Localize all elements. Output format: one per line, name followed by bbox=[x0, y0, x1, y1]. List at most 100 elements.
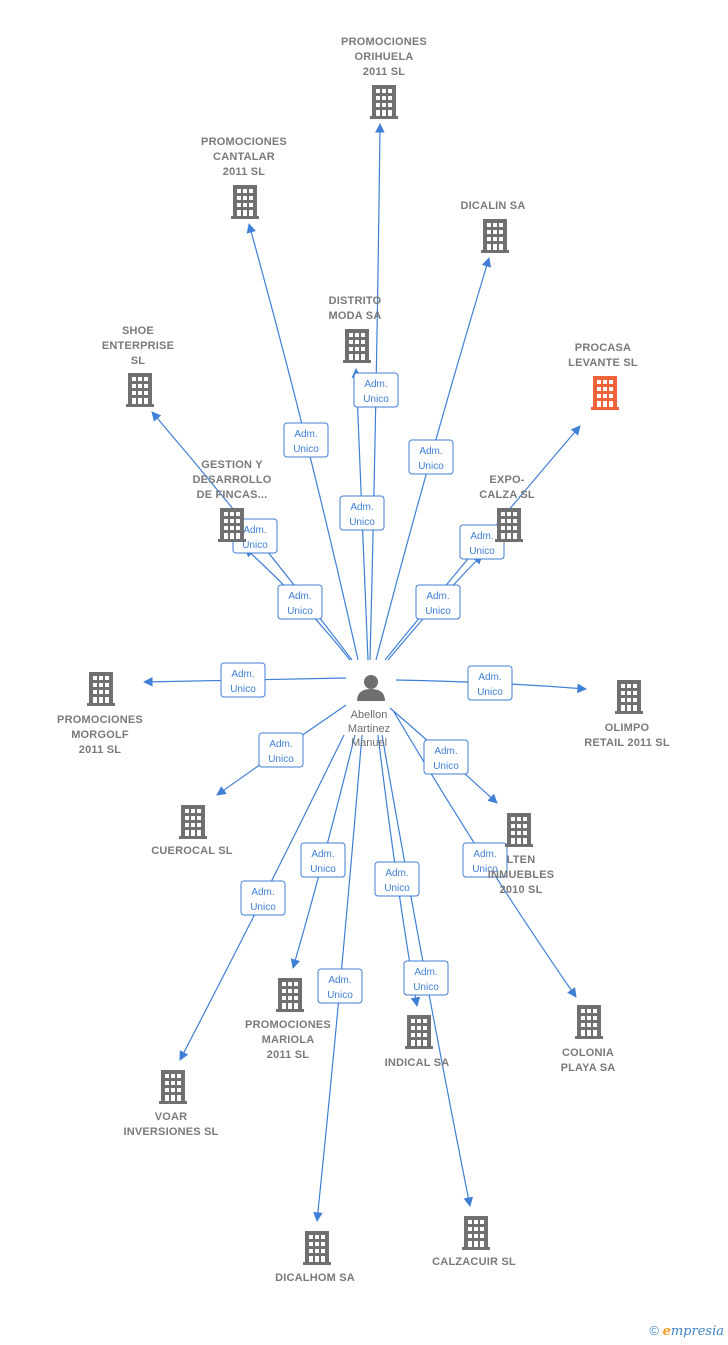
role-label-gestion[interactable]: Adm. Unico bbox=[277, 584, 323, 620]
brand-logo[interactable]: empresia bbox=[662, 1324, 724, 1339]
company-name: DE FINCAS... bbox=[197, 489, 268, 501]
role-text: Adm. bbox=[231, 669, 254, 680]
role-text: Adm. bbox=[243, 525, 266, 536]
role-label-cuerocal[interactable]: Adm.Unico bbox=[258, 732, 304, 768]
role-text: Unico bbox=[287, 606, 313, 617]
role-text: Unico bbox=[268, 754, 294, 765]
role-box bbox=[277, 584, 323, 620]
company-node-expo[interactable]: EXPO-CALZA SL bbox=[479, 474, 535, 542]
role-text: Adm. bbox=[419, 446, 442, 457]
role-label-cantalar[interactable]: Adm.Unico bbox=[283, 422, 329, 458]
role-text: Adm. bbox=[385, 868, 408, 879]
company-name: 2011 SL bbox=[363, 66, 405, 78]
company-node-dicalin[interactable]: DICALIN SA bbox=[461, 200, 526, 253]
role-label-calzacuir[interactable]: Adm.Unico bbox=[403, 960, 449, 996]
company-node-cuerocal[interactable]: CUEROCAL SL bbox=[151, 805, 233, 857]
company-name: 2011 SL bbox=[79, 744, 121, 756]
role-box bbox=[467, 665, 513, 701]
footer-copyright: © empresia bbox=[649, 1323, 724, 1339]
company-node-shoe[interactable]: SHOE ENTERPRISE SL bbox=[102, 325, 174, 407]
person-icon bbox=[357, 675, 385, 701]
role-box bbox=[300, 842, 346, 878]
role-label-indical[interactable]: Adm. Unico bbox=[374, 861, 420, 897]
company-name: MARIOLA bbox=[262, 1034, 315, 1046]
role-text: Adm. bbox=[426, 591, 449, 602]
company-name: DESARROLLO bbox=[193, 474, 272, 486]
building-icon bbox=[615, 680, 643, 714]
building-icon bbox=[591, 376, 619, 410]
building-icon bbox=[87, 672, 115, 706]
role-box bbox=[459, 524, 505, 560]
company-name: CANTALAR bbox=[213, 151, 275, 163]
company-node-dicalhom[interactable]: DICALHOM SA bbox=[275, 1231, 355, 1284]
copyright-symbol: © bbox=[649, 1323, 659, 1338]
company-node-voar[interactable]: VOAR INVERSIONES SL bbox=[123, 1070, 218, 1138]
role-text: Unico bbox=[433, 761, 459, 772]
company-name: INVERSIONES SL bbox=[123, 1126, 218, 1138]
building-icon bbox=[231, 185, 259, 219]
role-text: Unico bbox=[327, 990, 353, 1001]
company-name: SL bbox=[131, 355, 146, 367]
company-node-calzacuir[interactable]: CALZACUIR SL bbox=[432, 1216, 516, 1268]
company-name: CALZACUIR SL bbox=[432, 1256, 516, 1268]
role-text: Adm. bbox=[328, 975, 351, 986]
building-icon bbox=[481, 219, 509, 253]
role-text: Unico bbox=[242, 540, 268, 551]
role-label-dicalin[interactable]: Adm. Unico bbox=[408, 439, 454, 475]
role-box bbox=[462, 842, 508, 878]
person-name-line: Manuel bbox=[351, 737, 387, 749]
building-icon bbox=[462, 1216, 490, 1250]
role-label-procasa[interactable]: Adm.Unico bbox=[459, 524, 505, 560]
role-box bbox=[339, 495, 385, 531]
company-name: DICALIN SA bbox=[461, 200, 526, 212]
role-box bbox=[258, 732, 304, 768]
role-label-mariola[interactable]: Adm.Unico bbox=[300, 842, 346, 878]
company-node-indical[interactable]: INDICAL SA bbox=[385, 1015, 450, 1069]
company-name: OLIMPO bbox=[605, 722, 650, 734]
role-label-expo[interactable]: Adm.Unico bbox=[415, 584, 461, 620]
company-name: 2011 SL bbox=[223, 166, 265, 178]
role-label-voar[interactable]: Adm.Unico bbox=[240, 880, 286, 916]
role-label-lten[interactable]: Adm. Unico bbox=[423, 739, 469, 775]
role-text: Adm. bbox=[288, 591, 311, 602]
company-name: PROMOCIONES bbox=[341, 36, 427, 48]
role-text: Unico bbox=[472, 864, 498, 875]
role-box bbox=[220, 662, 266, 698]
role-label-morgolf[interactable]: Adm.Unico bbox=[220, 662, 266, 698]
building-icon bbox=[505, 813, 533, 847]
role-box bbox=[240, 880, 286, 916]
role-label-orihuela[interactable]: Adm.Unico bbox=[353, 372, 399, 408]
company-name: PROMOCIONES bbox=[57, 714, 143, 726]
company-name: SHOE bbox=[122, 325, 154, 337]
company-node-morgolf[interactable]: PROMOCIONES MORGOLF 2011 SL bbox=[57, 672, 143, 756]
company-name: ENTERPRISE bbox=[102, 340, 174, 352]
building-icon bbox=[405, 1015, 433, 1049]
company-name: VOAR bbox=[155, 1111, 188, 1123]
company-name: PLAYA SA bbox=[561, 1062, 616, 1074]
company-name: CUEROCAL SL bbox=[151, 845, 233, 857]
company-name: MORGOLF bbox=[71, 729, 129, 741]
role-text: Adm. bbox=[434, 746, 457, 757]
role-text: Unico bbox=[418, 461, 444, 472]
role-text: Unico bbox=[469, 546, 495, 557]
role-label-colonia[interactable]: Adm.Unico bbox=[462, 842, 508, 878]
role-label-dicalhom[interactable]: Adm. Unico bbox=[317, 968, 363, 1004]
role-text: Unico bbox=[477, 687, 503, 698]
company-name: MODA SA bbox=[329, 310, 382, 322]
role-label-distrito[interactable]: Adm.Unico bbox=[339, 495, 385, 531]
building-icon bbox=[276, 978, 304, 1012]
role-label-olimpo[interactable]: Adm. Unico bbox=[467, 665, 513, 701]
role-text: Adm. bbox=[478, 672, 501, 683]
role-text: Unico bbox=[310, 864, 336, 875]
role-text: Unico bbox=[384, 883, 410, 894]
